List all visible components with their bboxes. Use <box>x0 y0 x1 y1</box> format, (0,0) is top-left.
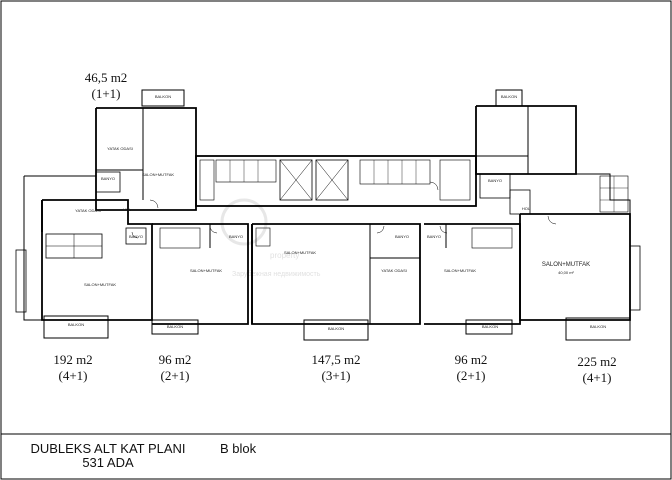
block-label: B blok <box>220 441 257 456</box>
salon-mutfak-label-5: SALON+MUTFAK <box>444 268 476 273</box>
yatak-odasi-label-3: YATAK ODASI <box>381 268 407 273</box>
salon-mutfak-label-2: SALON+MUTFAK <box>84 282 116 287</box>
banyo-label-5: BANYO <box>427 234 441 239</box>
salon-mutfak-area-right: 40,00 m² <box>558 270 574 275</box>
balkon-label-right: BALKON <box>590 324 606 329</box>
balkon-label-middle: BALKON <box>328 326 344 331</box>
area-top-left: 46,5 m2 (1+1) <box>78 70 134 102</box>
hol-label-right: HOL <box>522 206 531 211</box>
banyo-label-2: BANYO <box>129 234 143 239</box>
area-225-type: (4+1) <box>582 370 612 385</box>
central-core <box>195 155 477 207</box>
hol-label-left: HOL <box>123 207 132 212</box>
area-top-left-size: 46,5 m2 <box>84 70 128 85</box>
watermark-line2: Зарубежная недвижимость <box>232 270 321 278</box>
balkon-label-96-right: BALKON <box>482 324 498 329</box>
area-192-type: (4+1) <box>58 368 88 383</box>
plan-title-line2: 531 ADA <box>82 455 134 470</box>
watermark-line1: property <box>270 251 299 260</box>
left-wing <box>15 89 197 339</box>
area-192: 192 m2 (4+1) <box>40 352 106 384</box>
banyo-label-6: BANYO <box>488 178 502 183</box>
area-96-right-size: 96 m2 <box>454 352 488 367</box>
area-96-left: 96 m2 (2+1) <box>146 352 204 384</box>
banyo-label-1: BANYO <box>101 176 115 181</box>
salon-mutfak-label-4: SALON+MUTFAK <box>284 250 316 255</box>
room-labels: BALKON BALKON BALKON BALKON BALKON BALKO… <box>68 94 606 331</box>
area-96-left-size: 96 m2 <box>158 352 192 367</box>
banyo-label-3: BANYO <box>229 234 243 239</box>
plan-title: DUBLEKS ALT KAT PLANI 531 ADA <box>18 442 198 470</box>
salon-mutfak-label-1: SALON+MUTFAK <box>142 172 174 177</box>
area-225: 225 m2 (4+1) <box>564 354 630 386</box>
area-96-right: 96 m2 (2+1) <box>442 352 500 384</box>
salon-mutfak-label-right: SALON+MUTFAK <box>542 262 590 268</box>
area-top-left-type: (1+1) <box>91 86 121 101</box>
banyo-label-4: BANYO <box>395 234 409 239</box>
area-96-left-type: (2+1) <box>160 368 190 383</box>
area-147-size: 147,5 m2 <box>311 352 361 367</box>
area-96-right-type: (2+1) <box>456 368 486 383</box>
balkon-label-top-left: BALKON <box>155 94 171 99</box>
right-wing <box>475 89 641 341</box>
plan-title-line1: DUBLEKS ALT KAT PLANI <box>30 441 186 456</box>
watermark: property Зарубежная недвижимость <box>220 198 321 278</box>
balkon-label-top-right: BALKON <box>501 94 517 99</box>
area-225-size: 225 m2 <box>577 354 617 369</box>
area-147-type: (3+1) <box>321 368 351 383</box>
yatak-odasi-label-1: YATAK ODASI <box>107 146 133 151</box>
area-147: 147,5 m2 (3+1) <box>298 352 374 384</box>
balkon-label-left: BALKON <box>68 322 84 327</box>
yatak-odasi-label-2: YATAK ODASI <box>75 208 101 213</box>
area-192-size: 192 m2 <box>53 352 93 367</box>
salon-mutfak-label-3: SALON+MUTFAK <box>190 268 222 273</box>
bottom-units <box>151 223 521 341</box>
balkon-label-96-left: BALKON <box>167 324 183 329</box>
door-swings <box>131 181 557 239</box>
